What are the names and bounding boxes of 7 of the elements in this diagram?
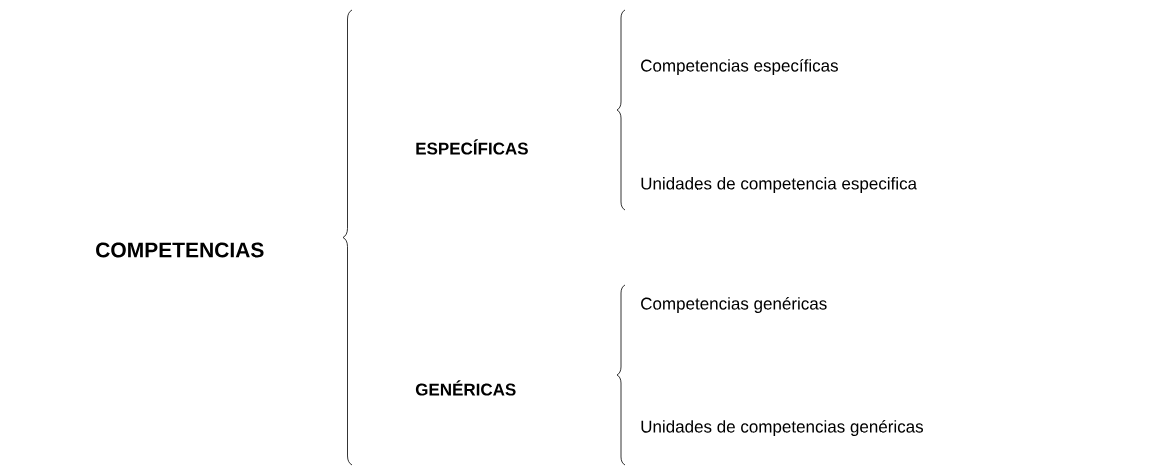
item-text: Unidades de competencia especifica [641,177,918,193]
category-label: ESPECÍFICAS [416,139,528,155]
category-label: GENÉRICAS [415,380,516,396]
item-text: Competencias específicas [641,58,838,75]
item-text: Competencias genéricas [641,296,827,313]
item-text: Unidades de competencias genéricas [641,419,924,436]
heading: COMPETENCIAS [96,242,264,258]
